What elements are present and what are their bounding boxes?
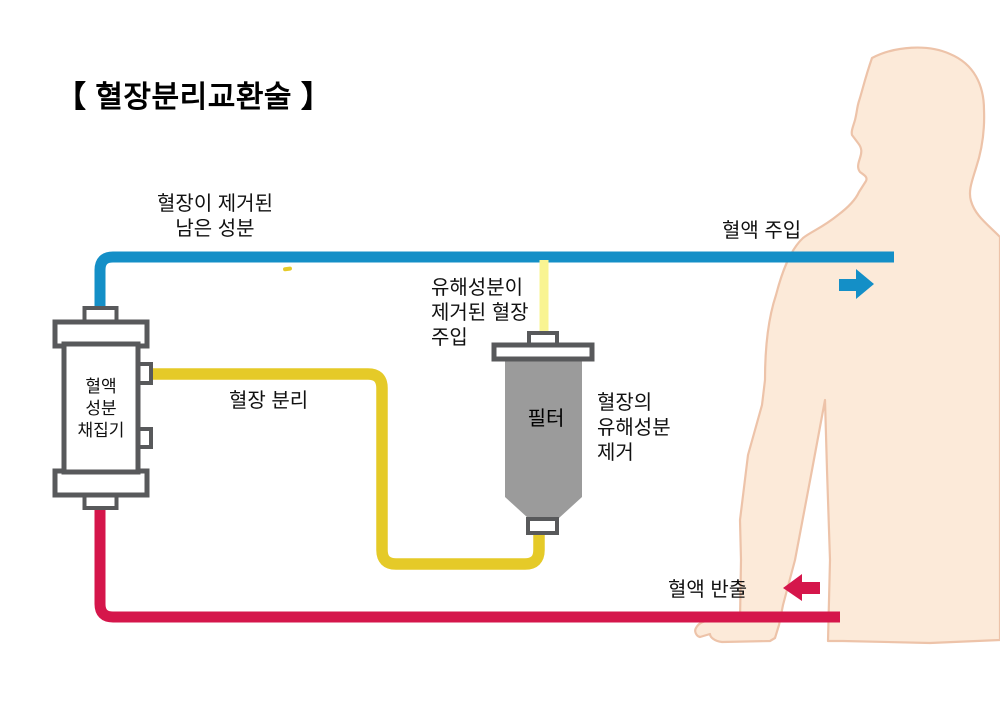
blood-component-collector	[52, 306, 153, 510]
stray-yellow-mark	[283, 266, 292, 272]
label-blood-withdrawal: 혈액 반출	[668, 579, 748, 601]
label-plasma-separation: 혈장 분리	[229, 390, 309, 412]
withdrawal-arrow-left-icon	[783, 574, 820, 601]
tube-blue-return	[94, 251, 894, 312]
label-collector: 혈액 성분 채집기	[77, 377, 125, 440]
filter-bottom-nub	[526, 517, 559, 535]
collector-body	[61, 341, 141, 475]
label-blood-injection: 혈액 주입	[722, 220, 802, 242]
tube-yellow-plasma	[152, 368, 545, 570]
tube-red-withdrawal	[94, 504, 840, 623]
filter-device	[491, 331, 595, 535]
filter-body	[505, 359, 582, 518]
patient-silhouette	[694, 46, 1000, 645]
label-filter-function: 혈장의 유해성분 제거	[597, 392, 671, 464]
label-removed-components: 혈장이 제거된 남은 성분	[157, 193, 273, 240]
collector-bottom-flange	[52, 468, 150, 498]
filter-top-flange	[491, 342, 595, 362]
injection-arrow-right-icon	[839, 269, 874, 299]
label-cleaned-plasma-injection: 유해성분이 제거된 혈장 주입	[431, 277, 529, 349]
label-filter: 필터	[527, 408, 565, 430]
diagram-title: 【 혈장분리교환술 】	[56, 81, 332, 114]
